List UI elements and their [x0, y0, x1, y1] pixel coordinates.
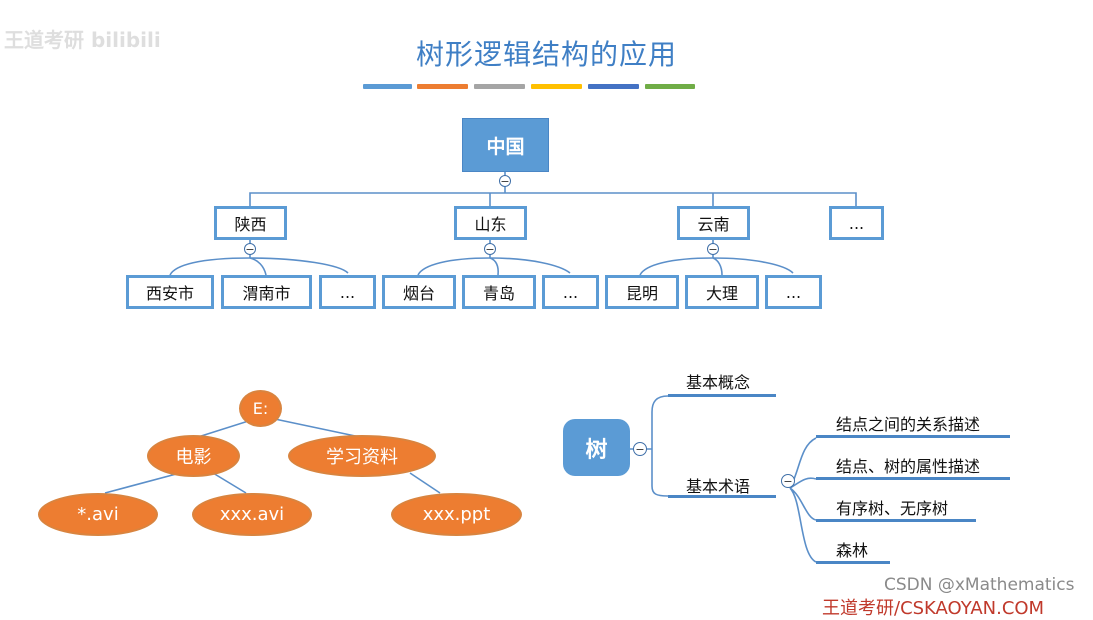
org-city-node: 大理: [685, 275, 759, 309]
org-city-label: 西安市: [145, 284, 194, 303]
mind-map-sub-label: 有序树、无序树: [836, 499, 949, 518]
org-node-label: 云南: [697, 215, 730, 234]
title-bar-6: [645, 84, 695, 89]
collapse-toggle-icon[interactable]: −: [781, 474, 795, 488]
org-city-label: ...: [562, 282, 579, 302]
mind-map-branch-underline: [668, 394, 776, 397]
title-bar-4: [531, 84, 582, 89]
mind-map-sub-label: 结点之间的关系描述: [836, 415, 981, 434]
mind-map-sub-underline: [816, 519, 976, 522]
collapse-toggle-icon[interactable]: −: [707, 242, 719, 256]
org-city-label: 青岛: [482, 284, 515, 303]
mind-map-branch-label: 基本概念: [686, 373, 751, 392]
org-node-yunnan: 云南: [677, 206, 750, 240]
org-city-label: ...: [339, 282, 356, 302]
org-node-label: 山东: [474, 215, 507, 234]
org-city-label: 烟台: [402, 284, 435, 303]
org-node-shaanxi: 陕西: [214, 206, 287, 240]
file-tree-root-label: E:: [252, 399, 269, 418]
org-city-node: 西安市: [126, 275, 214, 309]
org-root-node: 中国: [462, 118, 549, 172]
mind-map-root: 树: [563, 419, 630, 476]
file-tree-file: xxx.avi: [192, 493, 312, 536]
file-tree-folder-label: 电影: [175, 447, 212, 468]
file-tree-folder-study: 学习资料: [288, 435, 436, 477]
title-bar-1: [363, 84, 412, 89]
mind-map-branch-underline: [668, 495, 776, 498]
org-city-node: 昆明: [605, 275, 679, 309]
org-city-node: 青岛: [462, 275, 536, 309]
org-city-label: 大理: [705, 284, 738, 303]
title-bar-2: [417, 84, 468, 89]
file-tree-file-label: xxx.ppt: [422, 504, 491, 525]
org-node-shandong: 山东: [454, 206, 527, 240]
mind-map-sub-underline: [816, 477, 1010, 480]
org-city-label: ...: [785, 282, 802, 302]
site-watermark: 王道考研/CSKAOYAN.COM: [822, 598, 1045, 619]
file-tree-folder-movies: 电影: [147, 435, 240, 477]
file-tree-file: *.avi: [38, 493, 158, 536]
org-city-node: ...: [319, 275, 376, 309]
org-city-node: ...: [542, 275, 599, 309]
org-city-node: 烟台: [382, 275, 456, 309]
file-tree-folder-label: 学习资料: [326, 447, 398, 468]
org-node-label: 陕西: [234, 215, 267, 234]
org-node-more: ...: [829, 206, 884, 240]
mind-map-sub-label: 森林: [836, 541, 869, 560]
mind-map-root-label: 树: [585, 437, 608, 463]
org-city-label: 昆明: [625, 284, 658, 303]
csdn-watermark: CSDN @xMathematics: [884, 575, 1075, 595]
collapse-toggle-icon[interactable]: −: [499, 174, 511, 188]
file-tree-file-label: *.avi: [77, 504, 119, 525]
org-city-label: 渭南市: [242, 284, 291, 303]
mind-map-branch-label: 基本术语: [686, 477, 751, 496]
title-bar-3: [474, 84, 525, 89]
mind-map-sub-underline: [816, 435, 1010, 438]
org-root-label: 中国: [486, 135, 525, 158]
collapse-toggle-icon[interactable]: −: [484, 242, 496, 256]
title-bar-5: [588, 84, 639, 89]
org-city-node: ...: [765, 275, 822, 309]
mind-map-sub-underline: [816, 561, 890, 564]
file-tree-file-label: xxx.avi: [219, 504, 285, 525]
file-tree-file: xxx.ppt: [391, 493, 522, 536]
watermark-logo: 王道考研 bilibili: [4, 28, 161, 52]
page-title: 树形逻辑结构的应用: [415, 38, 677, 71]
mind-map-sub-label: 结点、树的属性描述: [836, 457, 981, 476]
collapse-toggle-icon[interactable]: −: [633, 442, 647, 456]
file-tree-root: E:: [239, 390, 282, 427]
org-city-node: 渭南市: [221, 275, 312, 309]
collapse-toggle-icon[interactable]: −: [244, 242, 256, 256]
org-node-label: ...: [848, 213, 865, 233]
